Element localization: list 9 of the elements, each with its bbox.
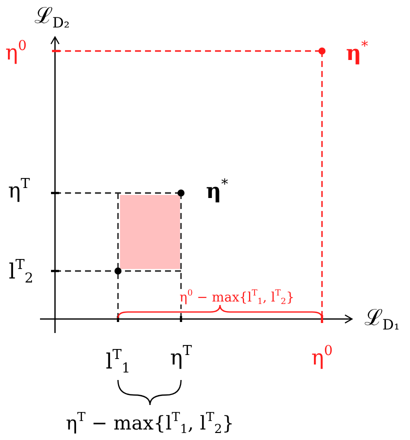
tick-label: η$^{T}$ bbox=[8, 180, 30, 202]
point-label: η$^{*}$ bbox=[206, 180, 228, 202]
shaded-region bbox=[120, 195, 180, 269]
axis-label: ℒ$_{D₂}$ bbox=[34, 6, 70, 28]
tick-label: η$^{T}$ bbox=[170, 348, 192, 368]
axis-label: ℒ$_{D₁}$ bbox=[364, 308, 400, 330]
brace-label: η$^{0}$ − max{l$^{T}$$_{1}$, l$^{T}$$_{2}$} bbox=[178, 290, 296, 304]
brace-label: η$^{T}$ − max{l$^{T}$$_{1}$, l$^{T}$$_{2}$} bbox=[66, 414, 234, 434]
point-label: η$^{*}$ bbox=[346, 42, 368, 64]
